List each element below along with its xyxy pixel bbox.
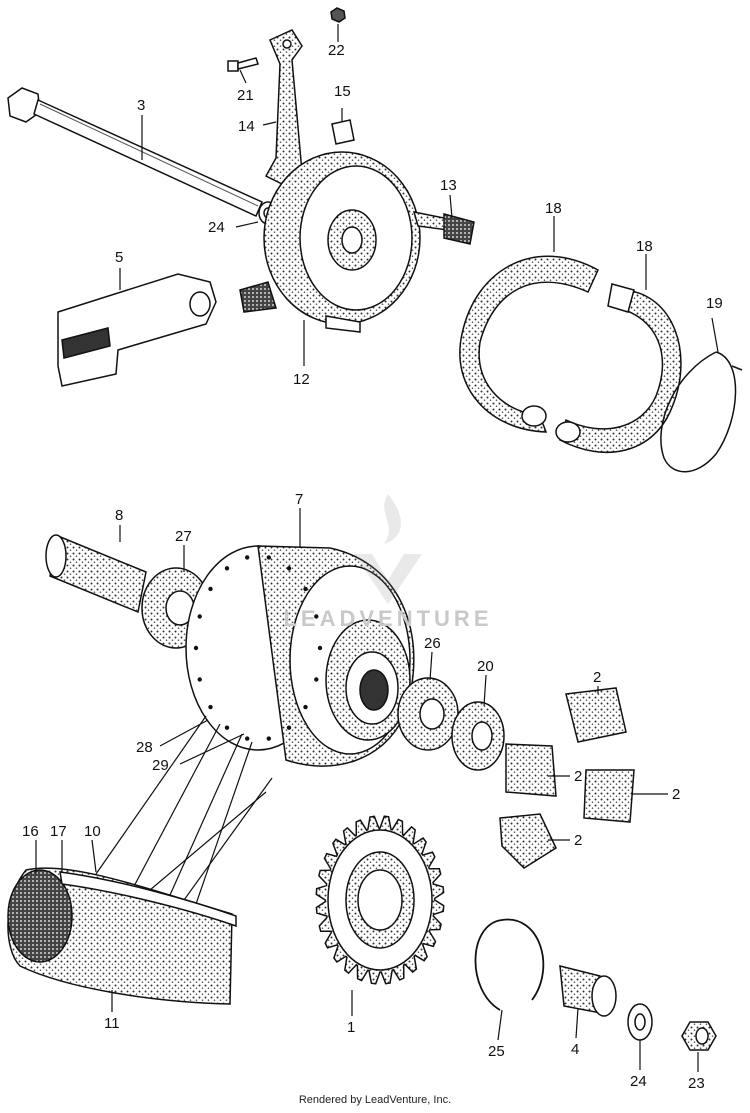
callout-24-upper: 24 (208, 219, 225, 236)
spoke-hole (245, 736, 250, 741)
callout-18-right: 18 (636, 238, 653, 255)
callout-2-c: 2 (672, 786, 680, 803)
sprocket-hub-collar[interactable] (451, 701, 505, 771)
spoke-hole (224, 566, 230, 571)
callout-8: 8 (115, 507, 123, 524)
leadventure-watermark-icon (354, 494, 422, 604)
watermark-text: LEADVENTURE (283, 606, 493, 631)
footer-credit: Rendered by LeadVenture, Inc. (298, 1094, 452, 1106)
chain-adjuster-block[interactable] (57, 273, 217, 387)
callout-12: 12 (293, 371, 310, 388)
brake-shoe-right[interactable] (555, 283, 682, 454)
callout-11: 11 (104, 1015, 120, 1032)
leader-lines (35, 24, 719, 1072)
spoke-hole (208, 586, 213, 592)
damper-rubber-1[interactable] (565, 687, 627, 743)
callout-1: 1 (347, 1019, 355, 1036)
spoke-hole (266, 736, 271, 741)
spoke-hole (303, 704, 308, 710)
callout-20: 20 (477, 658, 494, 675)
callout-3: 3 (137, 97, 145, 114)
spoke-hole (197, 677, 202, 682)
callout-2-d: 2 (574, 832, 582, 849)
callout-23: 23 (688, 1075, 705, 1092)
axle-nut[interactable] (681, 1021, 717, 1051)
brake-torque-arm[interactable] (264, 29, 303, 187)
callout-10: 10 (84, 823, 101, 840)
callout-17: 17 (50, 823, 67, 840)
brake-arm-nut[interactable] (330, 7, 346, 23)
callout-19: 19 (706, 295, 723, 312)
axle-washer-lower[interactable] (627, 1003, 653, 1041)
callout-27: 27 (175, 528, 192, 545)
callout-15: 15 (334, 83, 351, 100)
callout-4: 4 (571, 1041, 579, 1058)
spoke-hole (286, 725, 292, 730)
callout-28: 28 (136, 739, 153, 756)
brake-arm-pin[interactable] (331, 119, 355, 145)
spoke-hole (197, 614, 202, 619)
callout-22: 22 (328, 42, 345, 59)
callout-2-b: 2 (574, 768, 582, 785)
spoke-hole (224, 725, 230, 730)
callout-24-lower: 24 (630, 1073, 647, 1090)
rear-sprocket[interactable] (315, 815, 445, 985)
damper-rubber-3[interactable] (583, 769, 635, 823)
spoke-hole (314, 614, 319, 619)
wheel-rim[interactable] (59, 871, 237, 928)
spoke-hole (317, 645, 323, 651)
rear-wheel-hub[interactable] (185, 545, 415, 767)
callout-18-left: 18 (545, 200, 562, 217)
sprocket-collar[interactable] (559, 965, 617, 1017)
brake-cam[interactable] (412, 211, 475, 245)
callout-5: 5 (115, 249, 123, 266)
spoke-hole (286, 566, 292, 571)
damper-rubber-4[interactable] (499, 813, 557, 869)
snap-ring[interactable] (474, 918, 545, 1011)
callout-25: 25 (488, 1043, 505, 1060)
callout-26: 26 (424, 635, 441, 652)
right-wheel-bearing[interactable] (397, 677, 459, 751)
rear-axle[interactable] (7, 87, 263, 218)
callout-13: 13 (440, 177, 457, 194)
brake-shoe-spring[interactable] (660, 351, 743, 473)
callout-29: 29 (152, 757, 169, 774)
callout-21: 21 (237, 87, 254, 104)
axle-sleeve[interactable] (45, 534, 147, 614)
spoke-hole (314, 677, 319, 682)
damper-rubber-2[interactable] (505, 743, 557, 797)
callout-7: 7 (295, 491, 303, 508)
callout-16: 16 (22, 823, 39, 840)
brake-panel[interactable] (239, 151, 421, 333)
spoke-hole (303, 586, 308, 592)
spoke-hole (193, 645, 199, 651)
brake-arm-bolt[interactable] (227, 57, 259, 72)
spoke-hole (245, 555, 250, 560)
brake-shoe-left[interactable] (459, 255, 599, 433)
callout-14: 14 (238, 118, 255, 135)
hub-spoke-holes (193, 555, 323, 741)
spoke-hole (208, 704, 213, 710)
callout-labels: 22 21 15 14 3 24 13 5 12 18 18 19 8 27 7… (22, 42, 723, 1092)
spoke-hole (266, 555, 271, 560)
callout-2-a: 2 (593, 669, 601, 686)
